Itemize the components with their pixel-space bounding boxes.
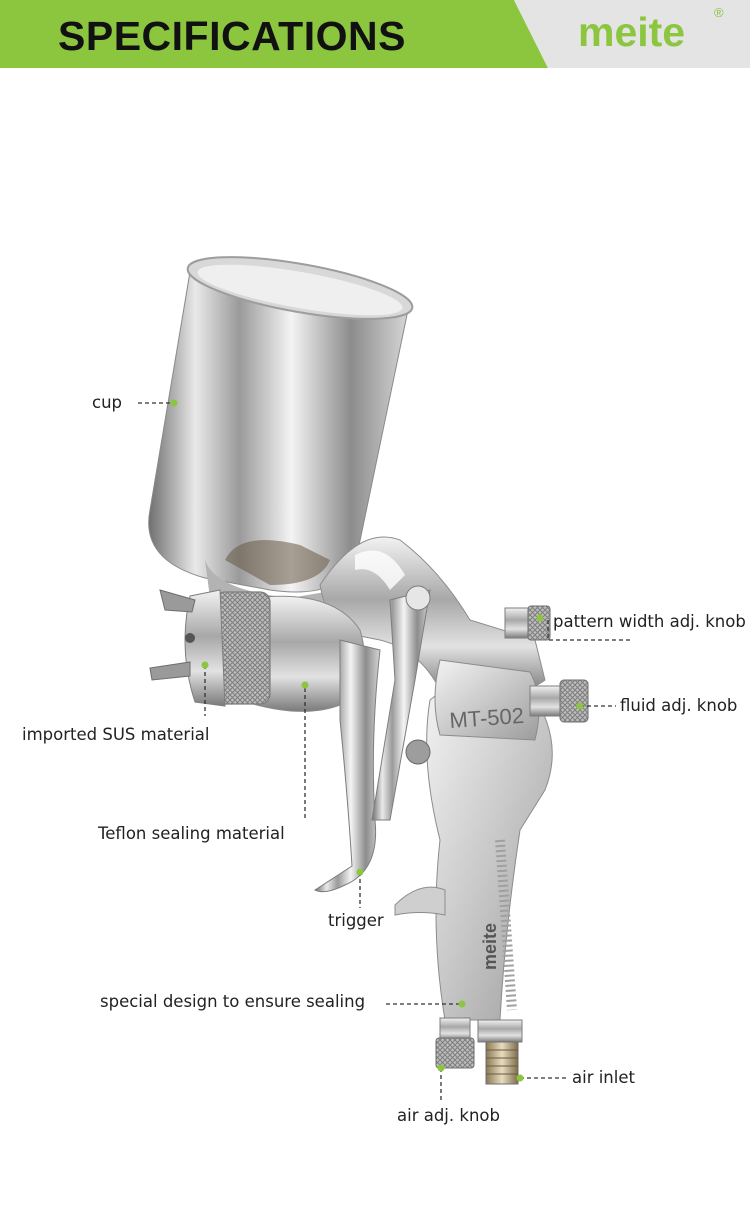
dot-air-inlet — [516, 1074, 524, 1082]
green-band — [0, 0, 548, 68]
dot-cup — [170, 399, 178, 407]
label-trigger: trigger — [328, 911, 384, 930]
label-air-adj-knob: air adj. knob — [397, 1106, 500, 1125]
gun-body: MT-502 — [319, 536, 546, 741]
dot-trigger — [356, 868, 364, 876]
header-band: SPECIFICATIONS meite ® — [0, 0, 750, 68]
fluid-knob — [529, 679, 589, 723]
dot-pattern-knob — [536, 614, 544, 622]
header-background — [0, 0, 750, 68]
dot-fluid-knob — [576, 702, 584, 710]
dot-sealing — [458, 1000, 466, 1008]
dot-air-knob — [437, 1064, 445, 1072]
callout-leaders — [138, 402, 630, 1102]
label-sus-material: imported SUS material — [22, 725, 210, 744]
page-title: SPECIFICATIONS — [58, 13, 406, 59]
label-cup: cup — [92, 393, 123, 412]
handle-brand-text: meite — [480, 923, 500, 970]
air-inlet-fitting — [477, 1019, 523, 1085]
label-teflon: Teflon sealing material — [98, 824, 285, 843]
brand-name: meite — [578, 9, 686, 55]
nozzle-head — [149, 589, 365, 712]
pattern-width-knob — [504, 605, 551, 641]
dot-teflon — [301, 681, 309, 689]
registered-mark: ® — [714, 5, 724, 20]
dot-sus — [201, 661, 209, 669]
brand-logo: meite ® — [578, 5, 724, 56]
trigger-lever — [313, 585, 431, 893]
label-sealing-design: special design to ensure sealing — [100, 992, 366, 1011]
label-pattern-width-knob: pattern width adj. knob — [553, 612, 746, 631]
callout-dots — [170, 399, 584, 1082]
air-adj-knob — [435, 1017, 475, 1069]
gun-handle: meite — [394, 679, 553, 1021]
model-text: MT-502 — [449, 703, 525, 733]
label-fluid-knob: fluid adj. knob — [620, 696, 738, 715]
label-air-inlet: air inlet — [572, 1068, 635, 1087]
brand-panel — [514, 0, 750, 68]
